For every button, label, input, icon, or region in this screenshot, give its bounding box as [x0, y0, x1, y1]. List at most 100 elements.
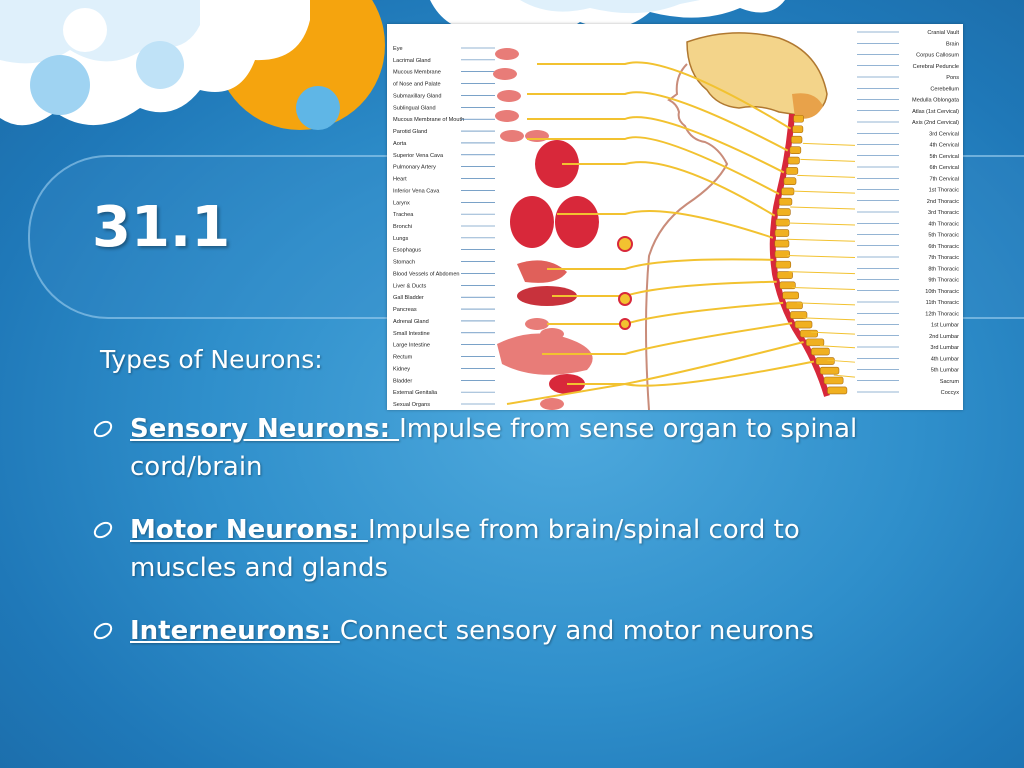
gland-shape [497, 90, 521, 102]
nerve-line [542, 322, 793, 355]
vertebra-shape [782, 291, 799, 300]
figure-label-left: Superior Vena Cava [393, 153, 444, 159]
bullet-term: Sensory Neurons: [130, 414, 400, 444]
figure-label-right: 7th Thoracic [928, 255, 959, 261]
figure-label-right: 6th Cervical [929, 165, 959, 171]
nerve-line [788, 271, 856, 275]
gland-shape [525, 130, 549, 142]
nerve-line [819, 345, 856, 349]
nerve-line [827, 359, 856, 363]
figure-label-left: Aorta [393, 141, 407, 147]
figure-label-left: Pancreas [393, 307, 417, 313]
nerve-line [567, 341, 804, 385]
nerve-line [833, 374, 856, 378]
vertebra-shape [811, 347, 830, 356]
figure-label-left: Pulmonary Artery [393, 165, 436, 171]
figure-label-right: Brain [946, 41, 959, 47]
figure-label-right: Cerebral Peduncle [913, 64, 959, 70]
nerve-line [803, 317, 856, 321]
nerve-line [811, 331, 856, 335]
liver-shape [517, 286, 577, 306]
vertebra-shape [775, 260, 792, 269]
figure-label-left: Esophagus [393, 248, 421, 254]
vertebra-shape [775, 218, 790, 227]
figure-label-left: Heart [393, 177, 407, 183]
figure-label-right: 10th Thoracic [925, 289, 959, 295]
nerve-line [562, 161, 776, 217]
vertebra-shape [815, 357, 835, 365]
nerve-line [797, 174, 856, 178]
vertebra-shape [789, 146, 802, 154]
ring-bullet-icon [93, 622, 113, 640]
figure-label-right: 1st Lumbar [931, 323, 959, 329]
figure-label-right: 9th Thoracic [928, 278, 959, 284]
nerve-line [527, 116, 785, 174]
figure-label-right: Corpus Callosum [916, 53, 959, 59]
gland-shape [540, 328, 564, 340]
figure-label-right: 2nd Lumbar [929, 334, 959, 340]
vertebra-shape [777, 271, 793, 279]
ring-bullet-icon [93, 521, 113, 539]
bullet-text: Impulse from brain/spinal cord to muscle… [130, 515, 800, 583]
figure-label-right: 6th Thoracic [928, 244, 959, 250]
figure-label-right: 4th Cervical [929, 143, 959, 149]
figure-label-left: Stomach [393, 260, 415, 266]
figure-label-right: Axis (2nd Cervical) [912, 120, 959, 126]
figure-label-left: Mucous Membrane of Mouth [393, 117, 464, 123]
nerve-line [557, 210, 774, 239]
figure-label-right: 12th Thoracic [925, 311, 959, 317]
gland-shape [540, 398, 564, 410]
figure-label-left: Sexual Organs [393, 402, 430, 408]
bullet-sensory: Sensory Neurons: Impulse from sense orga… [90, 410, 910, 486]
bullet-interneurons: Interneurons: Connect sensory and motor … [90, 612, 910, 650]
figure-label-right: 5th Thoracic [928, 233, 959, 239]
gland-shape [495, 110, 519, 122]
vertebra-shape [800, 329, 818, 338]
figure-label-right: 3rd Cervical [929, 131, 959, 137]
nerve-line [790, 206, 856, 210]
cloud-decoration [0, 0, 785, 130]
vertebra-shape [819, 366, 840, 375]
figure-label-right: Pons [946, 75, 959, 81]
vertebra-shape [785, 167, 799, 175]
figure-label-right: Cerebellum [930, 86, 959, 92]
vertebra-shape [805, 338, 825, 347]
vertebra-shape [774, 250, 790, 258]
nerve-line [787, 254, 856, 258]
figure-label-left: of Nose and Palate [393, 82, 441, 88]
figure-label-left: Inferior Vena Cava [393, 188, 440, 194]
bullet-list: Sensory Neurons: Impulse from sense orga… [90, 410, 910, 675]
figure-label-left: Large Intestine [393, 343, 430, 349]
figure-label-right: 4th Lumbar [931, 356, 959, 362]
bullet-motor: Motor Neurons: Impulse from brain/spinal… [90, 511, 910, 587]
nerve-line [800, 158, 856, 162]
gland-shape [525, 318, 549, 330]
figure-label-left: Gall Bladder [393, 295, 424, 301]
figure-label-left: Sublingual Gland [393, 105, 436, 111]
figure-label-right: 1st Thoracic [929, 188, 960, 194]
spinal-cord-shape [769, 113, 830, 397]
nerve-line [552, 280, 777, 297]
figure-label-left: Lungs [393, 236, 408, 242]
subheading: Types of Neurons: [100, 345, 323, 374]
nerve-line [792, 286, 856, 290]
figure-label-left: Larynx [393, 200, 410, 206]
vertebra-shape [790, 135, 803, 144]
figure-label-left: Lacrimal Gland [393, 58, 431, 64]
vertebra-shape [778, 197, 793, 206]
figure-label-left: Bronchi [393, 224, 412, 230]
figure-label-left: Blood Vessels of Abdomen [393, 271, 460, 277]
figure-label-left: Parotid Gland [393, 129, 427, 135]
figure-label-left: Adrenal Gland [393, 319, 429, 325]
figure-label-right: 5th Cervical [929, 154, 959, 160]
vertebra-shape [793, 114, 804, 123]
figure-label-right: 11th Thoracic [926, 300, 960, 306]
vertebra-shape [781, 187, 795, 196]
nerve-line [793, 190, 856, 194]
bullet-text: Impulse from sense organ to spinal cord/… [130, 414, 858, 482]
bullet-term: Motor Neurons: [130, 515, 368, 545]
figure-label-left: Eye [393, 46, 403, 52]
figure-label-left: Liver & Ducts [393, 283, 426, 289]
bullet-text: Connect sensory and motor neurons [339, 616, 814, 646]
